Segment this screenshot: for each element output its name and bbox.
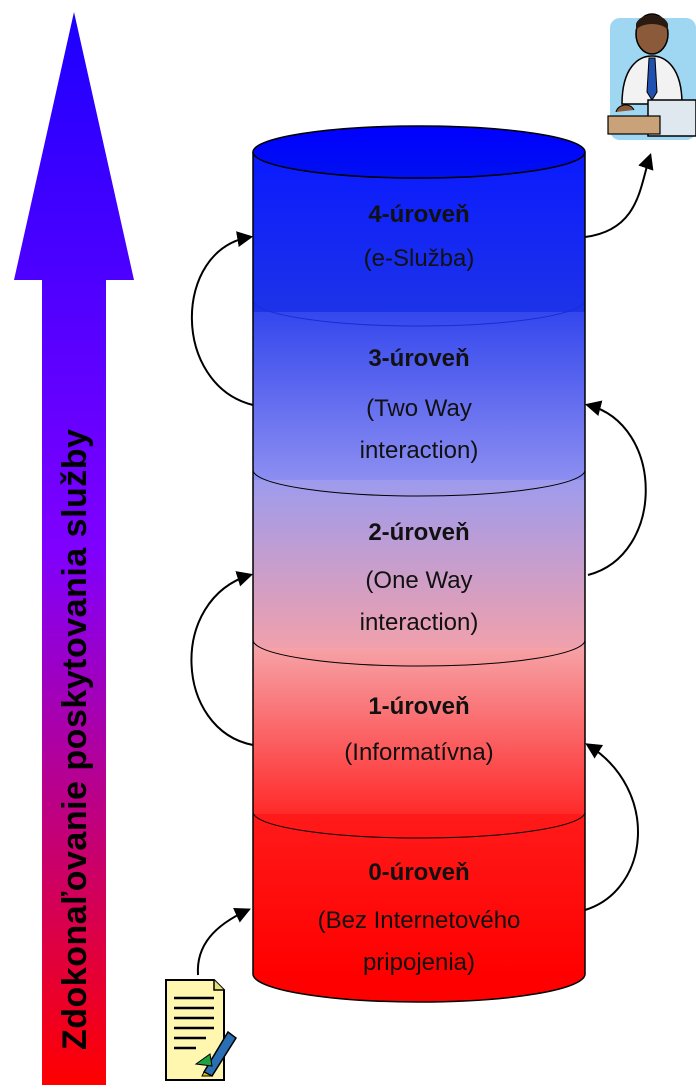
arrow-level-4-to-user [584,152,654,238]
level-1-segment [253,648,585,814]
level-labels: 4-úroveň (e-Služba) 3-úroveň (Two Way in… [318,201,521,976]
level-3-segment [253,312,585,480]
level-3-line-1: (Two Way [366,395,472,422]
arrow-level-3-to-4 [190,231,254,406]
level-0-line-2: pripojenia) [363,949,475,976]
document-icon [165,979,238,1081]
level-2-segment [253,480,585,648]
level-4-line-1: (e-Služba) [364,245,475,272]
separator-4-3 [252,299,586,327]
level-3-title: 3-úroveň [368,345,469,372]
arrow-level-0-to-1 [584,743,639,911]
level-cylinder [252,125,586,1003]
arrow-level-1-to-2 [190,571,254,746]
arrow-level-2-to-3 [584,400,647,576]
level-1-title: 1-úroveň [368,693,469,720]
level-1-line-1: (Informatívna) [344,739,493,766]
level-2-line-1: (One Way [365,567,472,594]
level-2-line-2: interaction) [360,609,479,636]
level-3-line-2: interaction) [360,437,479,464]
transition-arrows [190,152,654,976]
user-at-computer-icon [607,8,696,146]
level-0-line-1: (Bez Internetového [318,907,521,934]
separator-1-0 [252,811,586,839]
cylinder-bottom [252,973,586,1003]
level-0-title: 0-úroveň [368,859,469,886]
level-0-segment [253,814,585,974]
level-4-title: 4-úroveň [368,201,469,228]
arrow-start-to-level-0 [196,908,251,976]
axis-arrow-shape [14,12,134,1085]
level-2-title: 2-úroveň [368,519,469,546]
axis-label: Zdokonaľovanie poskytovania služby [56,429,94,1050]
separator-3-2 [252,469,586,497]
separator-2-1 [252,639,586,667]
cylinder-top [252,125,586,179]
progress-axis-arrow: Zdokonaľovanie poskytovania služby [14,12,134,1085]
